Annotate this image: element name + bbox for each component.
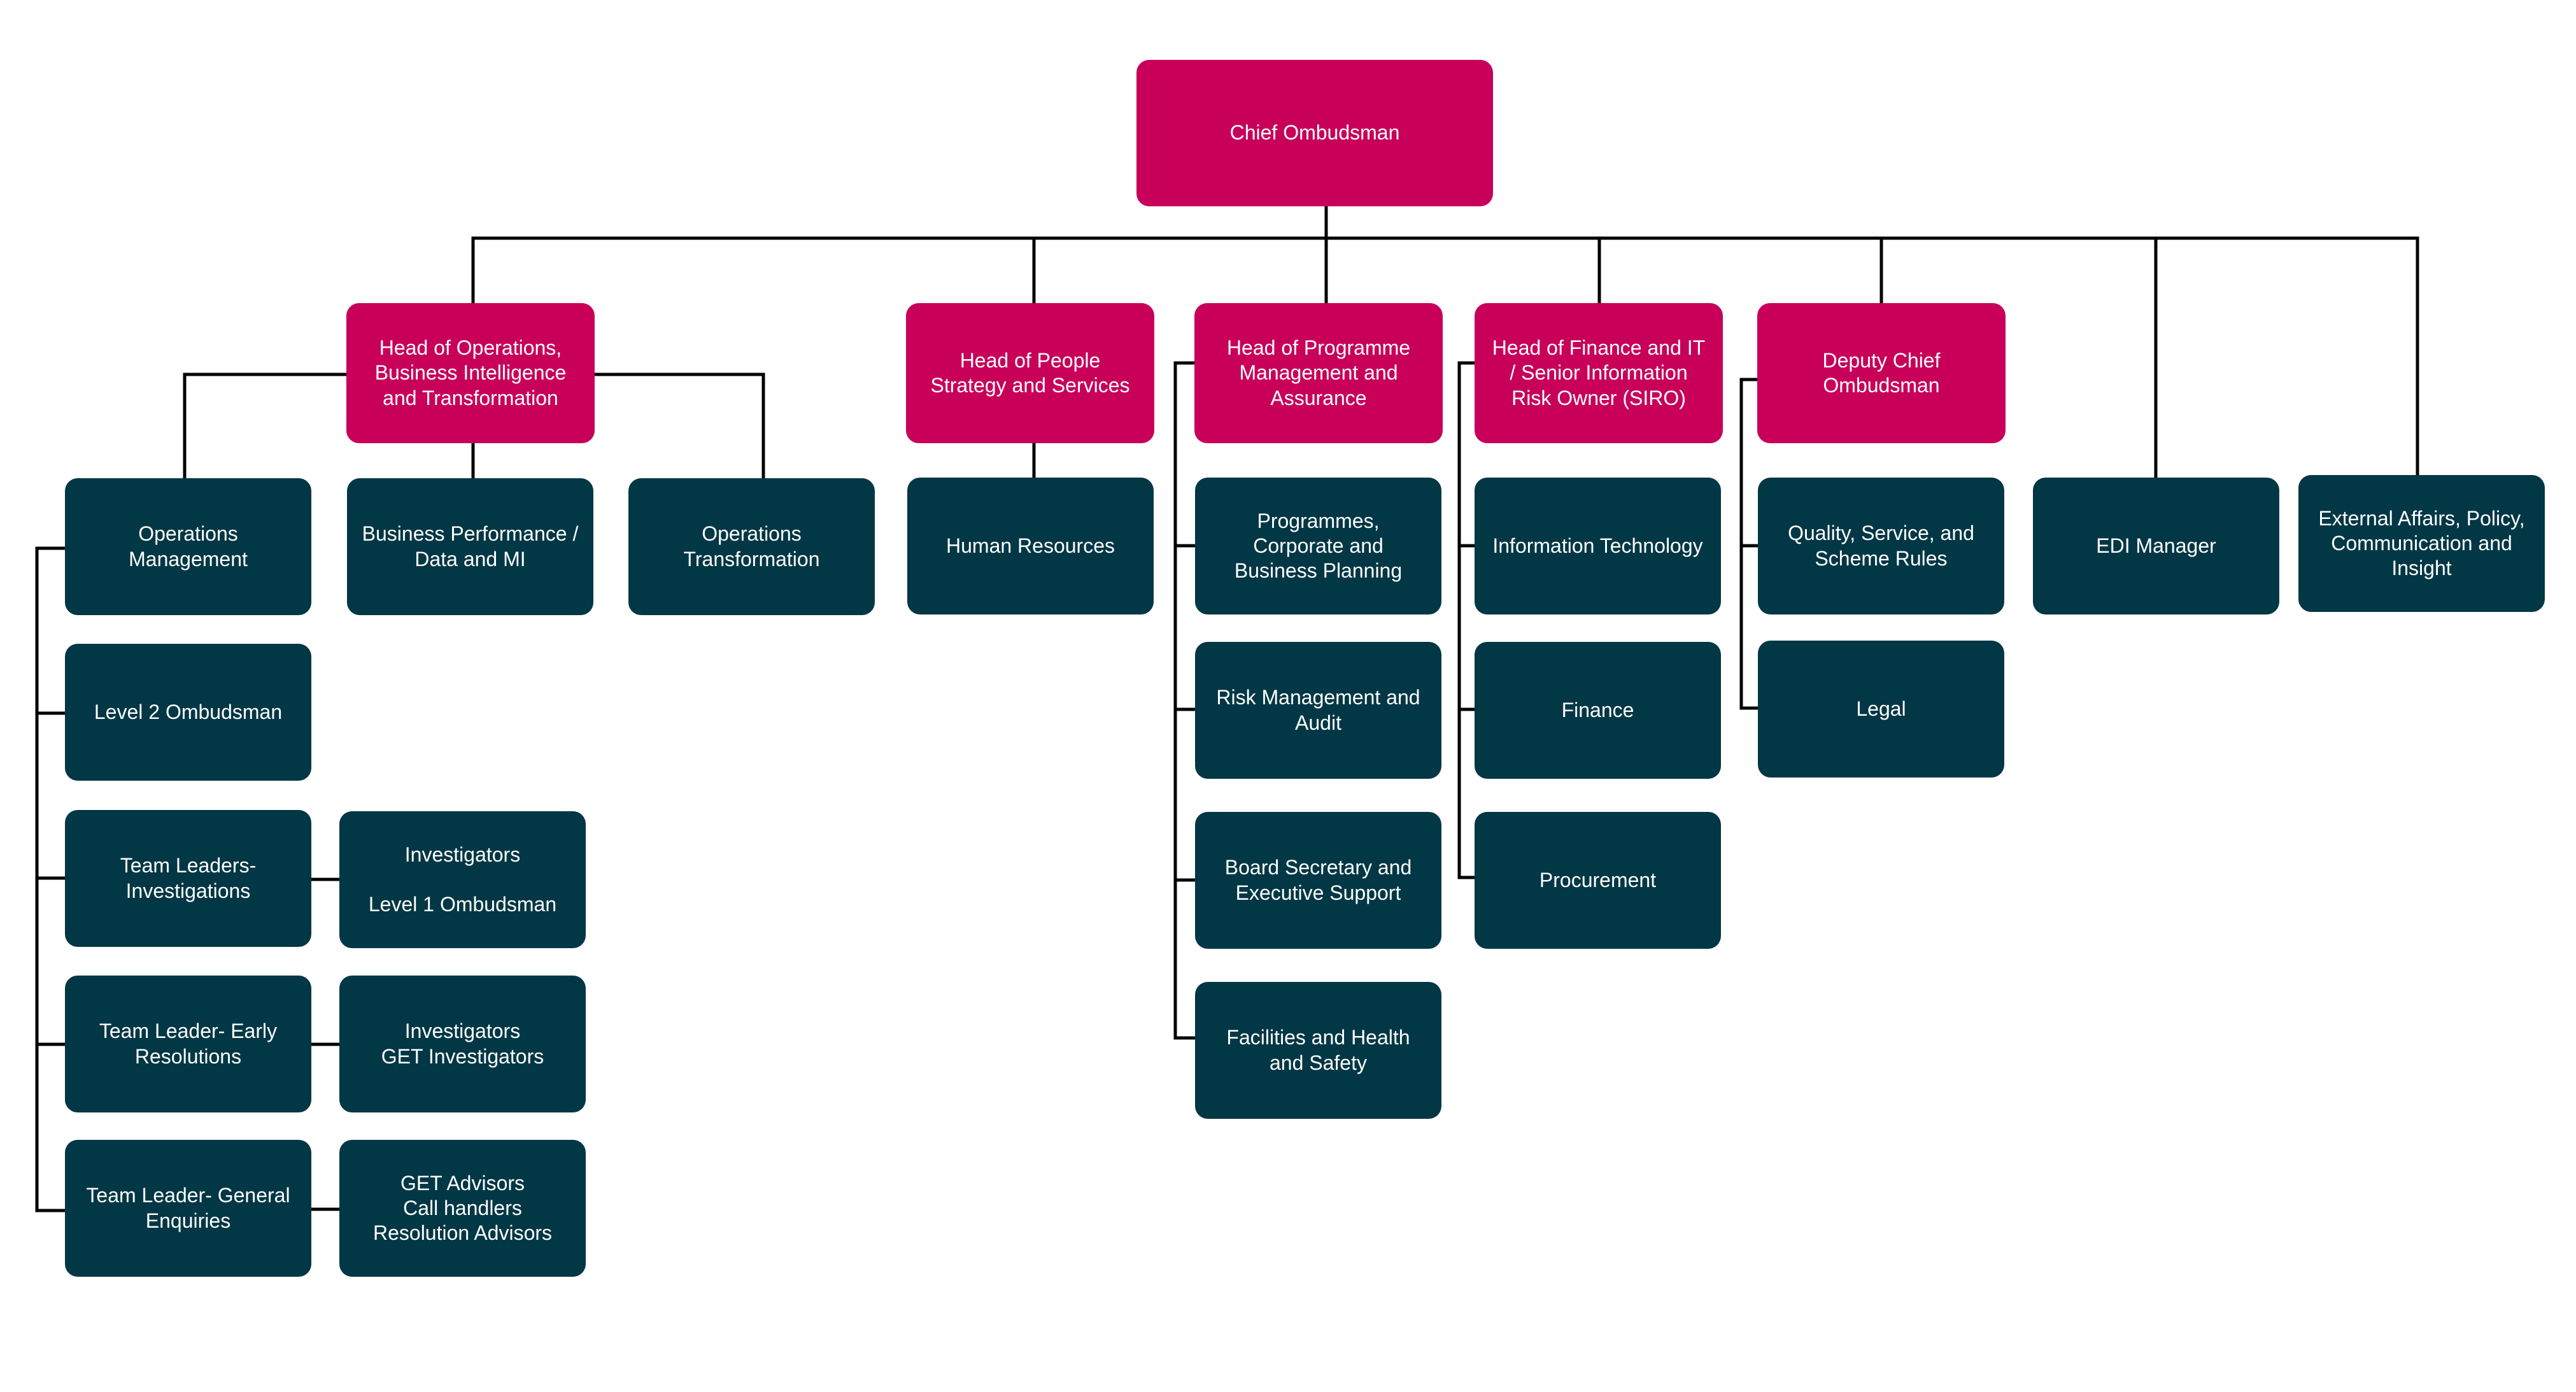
investigators-level1-box: Investigators Level 1 Ombudsman <box>339 811 586 948</box>
team-leader-general-box: Team Leader- General Enquiries <box>65 1140 311 1277</box>
business-performance-label: Business Performance / Data and MI <box>362 522 579 571</box>
finance-label: Finance <box>1561 698 1634 721</box>
risk-management-box: Risk Management and Audit <box>1195 642 1441 779</box>
team-leaders-investigations-box: Team Leaders- Investigations <box>65 810 311 947</box>
head-of-operations-box: Head of Operations, Business Intelligenc… <box>346 303 595 443</box>
head-of-finance-box: Head of Finance and IT / Senior Informat… <box>1475 303 1723 443</box>
finance-box: Finance <box>1475 642 1721 779</box>
board-secretary-box: Board Secretary and Executive Support <box>1195 812 1441 949</box>
operations-transformation-label: Operations Transformation <box>683 522 820 571</box>
get-advisors-label: GET Advisors Call handlers Resolution Ad… <box>372 1171 553 1245</box>
team-leader-general-label: Team Leader- General Enquiries <box>86 1184 290 1232</box>
head-of-programme-label: Head of Programme Management and Assuran… <box>1226 336 1411 409</box>
head-of-finance-label: Head of Finance and IT / Senior Informat… <box>1492 336 1706 409</box>
operations-management-box: Operations Management <box>65 478 311 615</box>
get-advisors-box: GET Advisors Call handlers Resolution Ad… <box>339 1140 586 1277</box>
investigators-get-label: Investigators GET Investigators <box>381 1019 544 1068</box>
chief-ombudsman-label: Chief Ombudsman <box>1229 121 1400 145</box>
chief-ombudsman-box: Chief Ombudsman <box>1136 60 1493 206</box>
deputy-chief-box: Deputy Chief Ombudsman <box>1757 303 2006 443</box>
operations-transformation-box: Operations Transformation <box>628 478 875 615</box>
legal-label: Legal <box>1856 697 1906 720</box>
risk-management-label: Risk Management and Audit <box>1216 686 1420 734</box>
investigators-get-box: Investigators GET Investigators <box>339 976 586 1112</box>
information-technology-label: Information Technology <box>1492 534 1703 557</box>
investigators-level1-label: Investigators Level 1 Ombudsman <box>368 842 557 916</box>
business-performance-box: Business Performance / Data and MI <box>347 478 593 615</box>
procurement-label: Procurement <box>1539 868 1657 891</box>
information-technology-box: Information Technology <box>1475 478 1721 614</box>
facilities-label: Facilities and Health and Safety <box>1226 1026 1410 1074</box>
edi-manager-box: EDI Manager <box>2033 478 2279 614</box>
head-of-people-box: Head of People Strategy and Services <box>906 303 1154 443</box>
programmes-label: Programmes, Corporate and Business Plann… <box>1234 509 1403 583</box>
human-resources-box: Human Resources <box>907 478 1154 614</box>
level-2-ombudsman-box: Level 2 Ombudsman <box>65 644 311 781</box>
facilities-box: Facilities and Health and Safety <box>1195 982 1441 1119</box>
programmes-box: Programmes, Corporate and Business Plann… <box>1195 478 1441 614</box>
deputy-chief-label: Deputy Chief Ombudsman <box>1822 348 1941 397</box>
quality-service-box: Quality, Service, and Scheme Rules <box>1758 478 2004 614</box>
edi-manager-label: EDI Manager <box>2096 534 2216 557</box>
quality-service-label: Quality, Service, and Scheme Rules <box>1788 522 1974 570</box>
legal-box: Legal <box>1758 641 2004 778</box>
team-leader-early-label: Team Leader- Early Resolutions <box>99 1019 278 1068</box>
level-2-ombudsman-label: Level 2 Ombudsman <box>94 700 283 723</box>
procurement-box: Procurement <box>1475 812 1721 949</box>
team-leaders-investigations-label: Team Leaders- Investigations <box>120 854 257 902</box>
external-affairs-label: External Affairs, Policy, Communication … <box>2318 506 2525 580</box>
human-resources-label: Human Resources <box>946 534 1115 557</box>
board-secretary-label: Board Secretary and Executive Support <box>1224 856 1412 904</box>
operations-management-label: Operations Management <box>129 522 248 571</box>
team-leader-early-box: Team Leader- Early Resolutions <box>65 976 311 1112</box>
external-affairs-box: External Affairs, Policy, Communication … <box>2298 475 2545 612</box>
head-of-programme-box: Head of Programme Management and Assuran… <box>1194 303 1443 443</box>
head-of-people-label: Head of People Strategy and Services <box>930 348 1130 397</box>
head-of-operations-label: Head of Operations, Business Intelligenc… <box>374 336 567 409</box>
